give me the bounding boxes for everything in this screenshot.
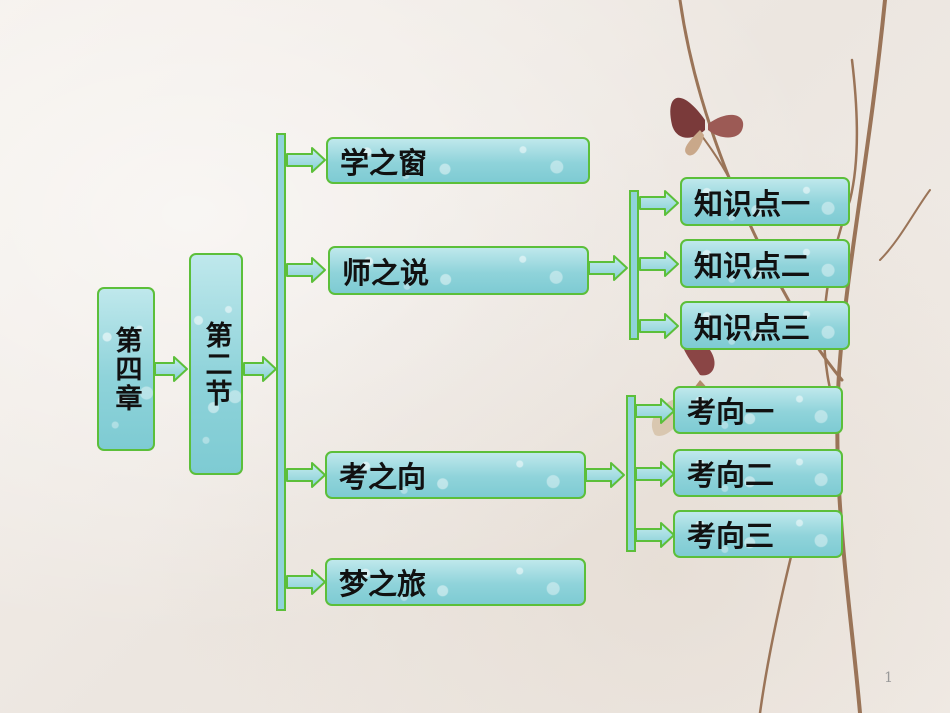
level1-box-meng: 梦之旅 [325,558,586,606]
arrow-right-icon [635,461,675,487]
arrow-right-icon [639,190,679,216]
arrow-right-icon [286,147,326,173]
level1-box-shi: 师之说 [328,246,589,295]
arrow-right-icon [154,356,188,382]
main-bracket-bar [276,133,286,611]
arrow-right-icon [286,462,326,488]
arrow-right-icon [286,257,326,283]
arrow-right-icon [588,255,628,281]
exam-direction-box: 考向一 [673,386,843,434]
arrow-right-icon [286,569,326,595]
arrow-right-icon [585,462,625,488]
chapter-box: 第四章 [97,287,155,451]
knowledge-point-box: 知识点一 [680,177,850,226]
arrow-right-icon [635,398,675,424]
exam-direction-box: 考向三 [673,510,843,558]
arrow-right-icon [243,356,277,382]
knowledge-bracket-bar [629,190,639,340]
exam-direction-box: 考向二 [673,449,843,497]
arrow-right-icon [635,522,675,548]
butterfly-icon [670,97,744,156]
knowledge-point-box: 知识点三 [680,301,850,350]
level1-box-kao: 考之向 [325,451,586,499]
arrow-right-icon [639,251,679,277]
page-number: 1 [884,670,893,686]
knowledge-point-box: 知识点二 [680,239,850,288]
level1-box-xue: 学之窗 [326,137,590,184]
section-box: 第二节 [189,253,243,475]
arrow-right-icon [639,313,679,339]
